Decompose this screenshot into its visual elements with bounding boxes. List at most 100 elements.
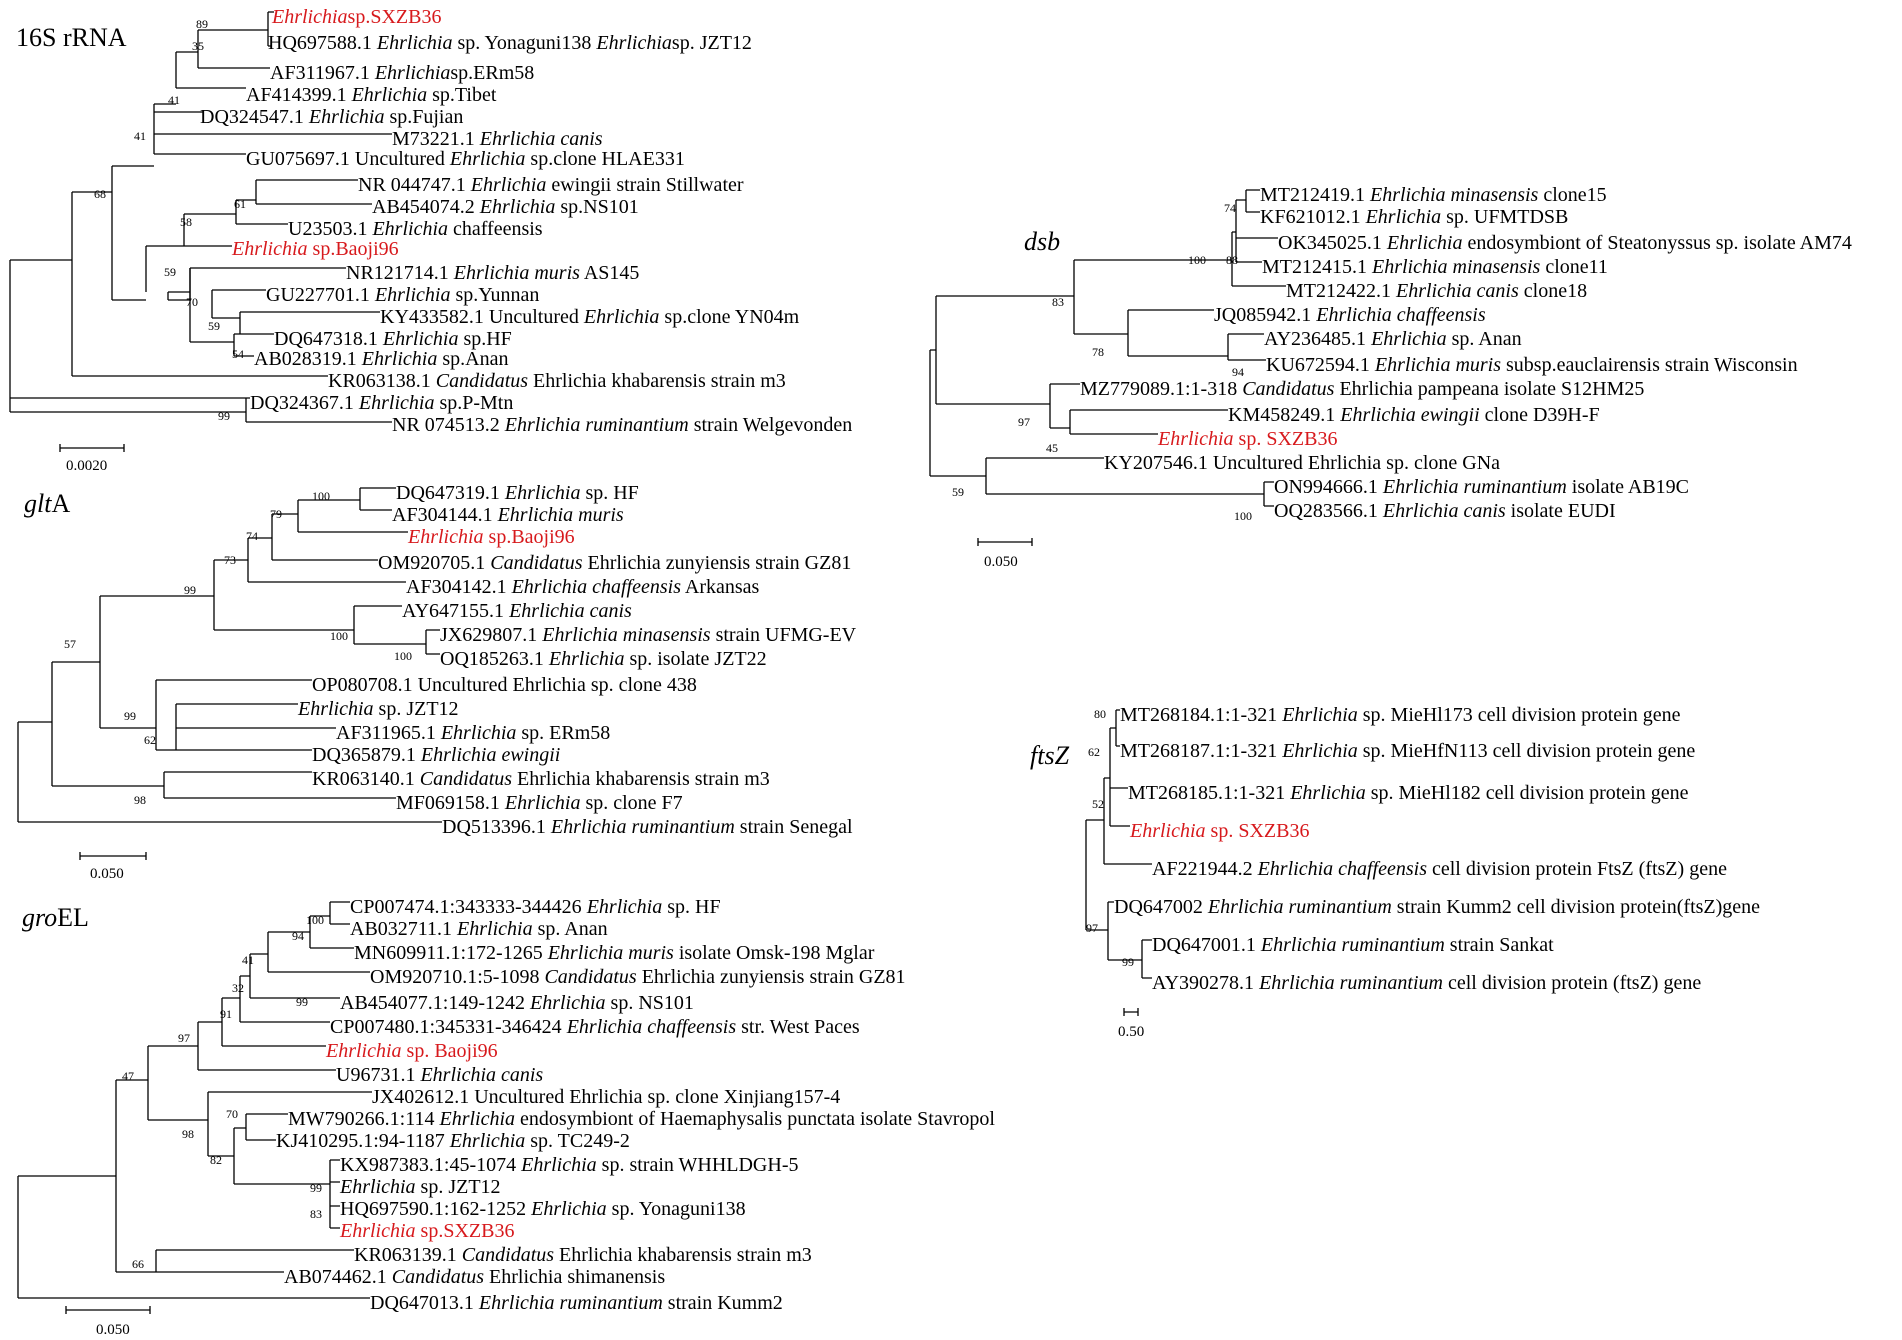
- scale-bar-glta: [79, 852, 147, 860]
- taxon-label-dsb: ON994666.1 Ehrlichia ruminantium isolate…: [1274, 476, 1689, 498]
- taxon-label-dsb: AY236485.1 Ehrlichia sp. Anan: [1264, 328, 1522, 350]
- taxon-label-groel: JX402612.1 Uncultured Ehrlichia sp. clon…: [372, 1086, 840, 1108]
- taxon-label-dsb: KM458249.1 Ehrlichia ewingii clone D39H-…: [1228, 404, 1600, 426]
- scale-label-dsb: 0.050: [984, 554, 1018, 570]
- bootstrap-value-groel: 94: [292, 929, 304, 943]
- bootstrap-value-rrna16s: 68: [94, 187, 106, 201]
- taxon-label-rrna16s: Ehrlichia sp.Baoji96: [231, 238, 399, 260]
- bootstrap-value-glta: 99: [184, 583, 196, 597]
- bootstrap-value-dsb: 88: [1226, 253, 1238, 267]
- taxon-label-rrna16s: NR 074513.2 Ehrlichia ruminantium strain…: [392, 414, 852, 436]
- bootstrap-value-dsb: 94: [1232, 365, 1244, 379]
- bootstrap-value-ftsz: 97: [1086, 921, 1098, 935]
- taxon-label-glta: AY647155.1 Ehrlichia canis: [402, 600, 632, 622]
- bootstrap-value-rrna16s: 54: [232, 347, 244, 361]
- taxon-label-ftsz: DQ647001.1 Ehrlichia ruminantium strain …: [1152, 934, 1554, 956]
- taxon-label-glta: AF304142.1 Ehrlichia chaffeensis Arkansa…: [406, 576, 760, 598]
- bootstrap-value-rrna16s: 70: [186, 295, 198, 309]
- bootstrap-value-rrna16s: 61: [234, 197, 246, 211]
- bootstrap-value-dsb: 45: [1046, 441, 1058, 455]
- taxon-label-dsb: MT212419.1 Ehrlichia minasensis clone15: [1260, 184, 1607, 206]
- scale-bar-ftsz: [1123, 1008, 1139, 1016]
- panel-title-ftsz: ftsZ: [1030, 741, 1070, 770]
- taxon-label-dsb: OK345025.1 Ehrlichia endosymbiont of Ste…: [1278, 232, 1852, 254]
- bootstrap-value-rrna16s: 89: [196, 17, 208, 31]
- taxon-label-rrna16s: Ehrlichiasp.SXZB36: [271, 6, 441, 28]
- bootstrap-value-ftsz: 62: [1088, 745, 1100, 759]
- taxon-label-rrna16s: AF311967.1 Ehrlichiasp.ERm58: [270, 62, 534, 84]
- taxon-label-ftsz: Ehrlichia sp. SXZB36: [1129, 820, 1309, 842]
- bootstrap-value-glta: 98: [134, 793, 146, 807]
- taxon-label-rrna16s: AB454074.2 Ehrlichia sp.NS101: [372, 196, 639, 218]
- taxon-label-glta: AF304144.1 Ehrlichia muris: [392, 504, 624, 526]
- taxon-label-rrna16s: GU227701.1 Ehrlichia sp.Yunnan: [266, 284, 539, 306]
- bootstrap-value-glta: 100: [312, 489, 330, 503]
- tree-glta-branches: [17, 487, 442, 823]
- bootstrap-value-glta: 79: [270, 507, 282, 521]
- taxon-label-groel: KR063139.1 Candidatus Ehrlichia khabaren…: [354, 1244, 812, 1266]
- scale-bar-groel: [65, 1306, 151, 1314]
- taxon-label-groel: MW790266.1:114 Ehrlichia endosymbiont of…: [288, 1108, 995, 1130]
- bootstrap-value-groel: 98: [182, 1127, 194, 1141]
- taxon-label-rrna16s: DQ324367.1 Ehrlichia sp.P-Mtn: [250, 392, 513, 414]
- panel-title-glta: gltA: [24, 489, 70, 518]
- bootstrap-value-rrna16s: 58: [180, 215, 192, 229]
- taxon-label-groel: DQ647013.1 Ehrlichia ruminantium strain …: [370, 1292, 783, 1314]
- bootstrap-value-groel: 47: [122, 1069, 134, 1083]
- taxon-label-rrna16s: HQ697588.1 Ehrlichia sp. Yonaguni138 Ehr…: [268, 32, 752, 54]
- taxon-label-glta: DQ365879.1 Ehrlichia ewingii: [312, 744, 560, 766]
- taxon-label-groel: MN609911.1:172-1265 Ehrlichia muris isol…: [354, 942, 875, 964]
- taxon-label-dsb: MT212422.1 Ehrlichia canis clone18: [1286, 280, 1587, 302]
- taxon-label-rrna16s: U23503.1 Ehrlichia chaffeensis: [288, 218, 543, 240]
- bootstrap-value-groel: 83: [310, 1207, 322, 1221]
- taxon-label-groel: AB454077.1:149-1242 Ehrlichia sp. NS101: [340, 992, 694, 1014]
- scale-label-16s-rrna: 0.0020: [66, 458, 107, 474]
- taxon-label-glta: DQ513396.1 Ehrlichia ruminantium strain …: [442, 816, 853, 838]
- taxon-label-dsb: Ehrlichia sp. SXZB36: [1157, 428, 1337, 450]
- taxon-label-rrna16s: NR121714.1 Ehrlichia muris AS145: [346, 262, 639, 284]
- taxon-label-glta: DQ647319.1 Ehrlichia sp. HF: [396, 482, 639, 504]
- taxon-label-dsb: JQ085942.1 Ehrlichia chaffeensis: [1214, 304, 1486, 326]
- bootstrap-value-groel: 41: [242, 953, 254, 967]
- bootstrap-value-rrna16s: 41: [168, 93, 180, 107]
- taxon-label-ftsz: AY390278.1 Ehrlichia ruminantium cell di…: [1152, 972, 1701, 994]
- taxon-label-glta: MF069158.1 Ehrlichia sp. clone F7: [396, 792, 683, 814]
- taxon-label-glta: KR063140.1 Candidatus Ehrlichia khabaren…: [312, 768, 770, 790]
- taxon-label-rrna16s: DQ647318.1 Ehrlichia sp.HF: [274, 328, 512, 350]
- bootstrap-value-glta: 99: [124, 709, 136, 723]
- taxon-label-dsb: KF621012.1 Ehrlichia sp. UFMTDSB: [1260, 206, 1568, 228]
- bootstrap-value-rrna16s: 59: [164, 265, 176, 279]
- tree-ftsz-branches: [1085, 709, 1152, 979]
- bootstrap-value-dsb: 74: [1224, 201, 1236, 215]
- bootstrap-value-rrna16s: 41: [134, 129, 146, 143]
- bootstrap-value-dsb: 100: [1188, 253, 1206, 267]
- taxon-label-rrna16s: AB028319.1 Ehrlichia sp.Anan: [254, 348, 508, 370]
- bootstrap-value-ftsz: 80: [1094, 707, 1106, 721]
- taxon-label-rrna16s: GU075697.1 Uncultured Ehrlichia sp.clone…: [246, 148, 685, 170]
- taxon-label-dsb: OQ283566.1 Ehrlichia canis isolate EUDI: [1274, 500, 1616, 522]
- bootstrap-value-groel: 70: [226, 1107, 238, 1121]
- panel-title-dsb: dsb: [1024, 227, 1060, 256]
- bootstrap-value-groel: 99: [310, 1181, 322, 1195]
- taxon-label-rrna16s: NR 044747.1 Ehrlichia ewingii strain Sti…: [358, 174, 744, 196]
- bootstrap-value-groel: 32: [232, 981, 244, 995]
- taxon-label-rrna16s: DQ324547.1 Ehrlichia sp.Fujian: [200, 106, 463, 128]
- bootstrap-value-ftsz: 52: [1092, 797, 1104, 811]
- taxon-label-glta: OM920705.1 Candidatus Ehrlichia zunyiens…: [378, 552, 851, 574]
- bootstrap-value-dsb: 83: [1052, 295, 1064, 309]
- taxon-label-dsb: MZ779089.1:1-318 Candidatus Ehrlichia pa…: [1080, 378, 1644, 400]
- scale-bar-dsb: [977, 538, 1033, 546]
- bootstrap-value-groel: 100: [306, 913, 324, 927]
- taxon-label-rrna16s: KY433582.1 Uncultured Ehrlichia sp.clone…: [380, 306, 800, 328]
- taxon-label-glta: Ehrlichia sp.Baoji96: [407, 526, 575, 548]
- taxon-label-ftsz: MT268184.1:1-321 Ehrlichia sp. MieHl173 …: [1120, 704, 1681, 726]
- taxon-label-glta: JX629807.1 Ehrlichia minasensis strain U…: [440, 624, 857, 646]
- taxon-label-groel: CP007480.1:345331-346424 Ehrlichia chaff…: [330, 1016, 860, 1038]
- bootstrap-value-rrna16s: 99: [218, 409, 230, 423]
- bootstrap-value-groel: 91: [220, 1007, 232, 1021]
- bootstrap-value-ftsz: 99: [1122, 955, 1134, 969]
- bootstrap-value-dsb: 97: [1018, 415, 1030, 429]
- taxon-label-glta: OQ185263.1 Ehrlichia sp. isolate JZT22: [440, 648, 767, 670]
- bootstrap-value-dsb: 78: [1092, 345, 1104, 359]
